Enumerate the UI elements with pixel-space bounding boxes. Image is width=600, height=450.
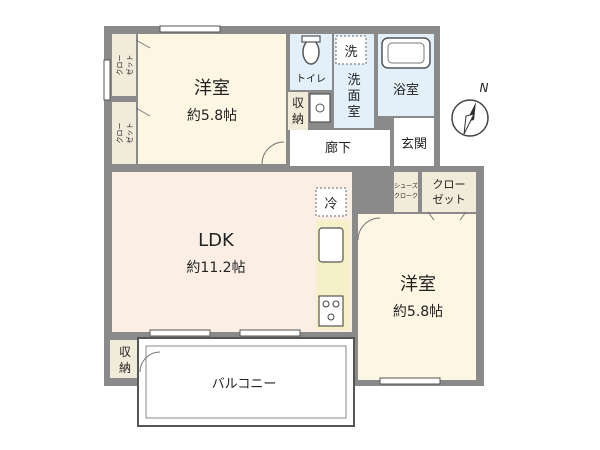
- fridge-label: 冷: [324, 197, 337, 212]
- balcony-label: バルコニー: [212, 377, 277, 392]
- closet-east-label-1: クロー: [433, 178, 466, 191]
- closet-west-upper: [112, 34, 136, 96]
- washroom-label-3: 室: [347, 104, 360, 120]
- closet-west-upper-label-1: クロー: [116, 55, 124, 76]
- ldk-area: 約11.2帖: [186, 260, 245, 276]
- washer-space: [335, 35, 367, 65]
- east-bedroom-name: 洋室: [400, 274, 436, 295]
- compass-north-label: N: [480, 81, 489, 95]
- west-bedroom: [138, 34, 286, 164]
- bathtub-icon: [381, 37, 431, 69]
- wash-basin-icon: [309, 93, 331, 123]
- fridge-space: [315, 187, 347, 217]
- closet-east-label-2: ゼット: [433, 193, 466, 206]
- hallway-label: 廊下: [325, 140, 351, 156]
- storage-upper-label-2: 納: [292, 112, 304, 126]
- door-arc: [357, 217, 381, 241]
- door-arc: [139, 351, 161, 373]
- washer-label: 洗: [344, 45, 357, 60]
- balcony: [137, 337, 355, 427]
- ldk: [112, 172, 352, 332]
- storage-upper-label-1: 収: [292, 96, 304, 110]
- closet-west-lower: [112, 102, 136, 164]
- ldk-name: LDK: [198, 230, 235, 251]
- closet-west-lower-label-1: クロー: [116, 123, 124, 144]
- entrance: [394, 118, 434, 166]
- door-arc: [261, 141, 285, 165]
- washroom-label-2: 面: [347, 89, 360, 104]
- shoes-closet-label-2: クローク: [394, 193, 418, 200]
- closet-west-lower-label-2: ゼット: [125, 123, 134, 144]
- east-bedroom: [358, 214, 476, 380]
- west-bedroom-name: 洋室: [194, 78, 230, 99]
- shoes-closet: [394, 172, 418, 212]
- closet-west-upper-label-2: ゼット: [125, 55, 134, 76]
- sink-icon: [318, 227, 344, 263]
- storage-lower-label-1: 収: [119, 345, 131, 359]
- storage-lower-label-2: 納: [119, 361, 131, 375]
- closet-east: [422, 172, 476, 212]
- washroom-label-1: 洗: [347, 73, 360, 88]
- storage-upper: [288, 92, 308, 130]
- shoes-closet-label-1: シューズ: [394, 182, 418, 190]
- stove-icon: [318, 295, 344, 327]
- toilet-bowl-icon: [302, 39, 320, 65]
- east-bedroom-area: 約5.8帖: [393, 304, 443, 320]
- hallway: [290, 130, 390, 166]
- storage-lower: [110, 340, 140, 378]
- entrance-label: 玄関: [401, 137, 427, 152]
- west-bedroom-area: 約5.8帖: [187, 108, 237, 124]
- toilet-label: トイレ: [296, 74, 326, 85]
- compass-icon: [451, 99, 489, 137]
- bathroom-label: 浴室: [393, 82, 419, 98]
